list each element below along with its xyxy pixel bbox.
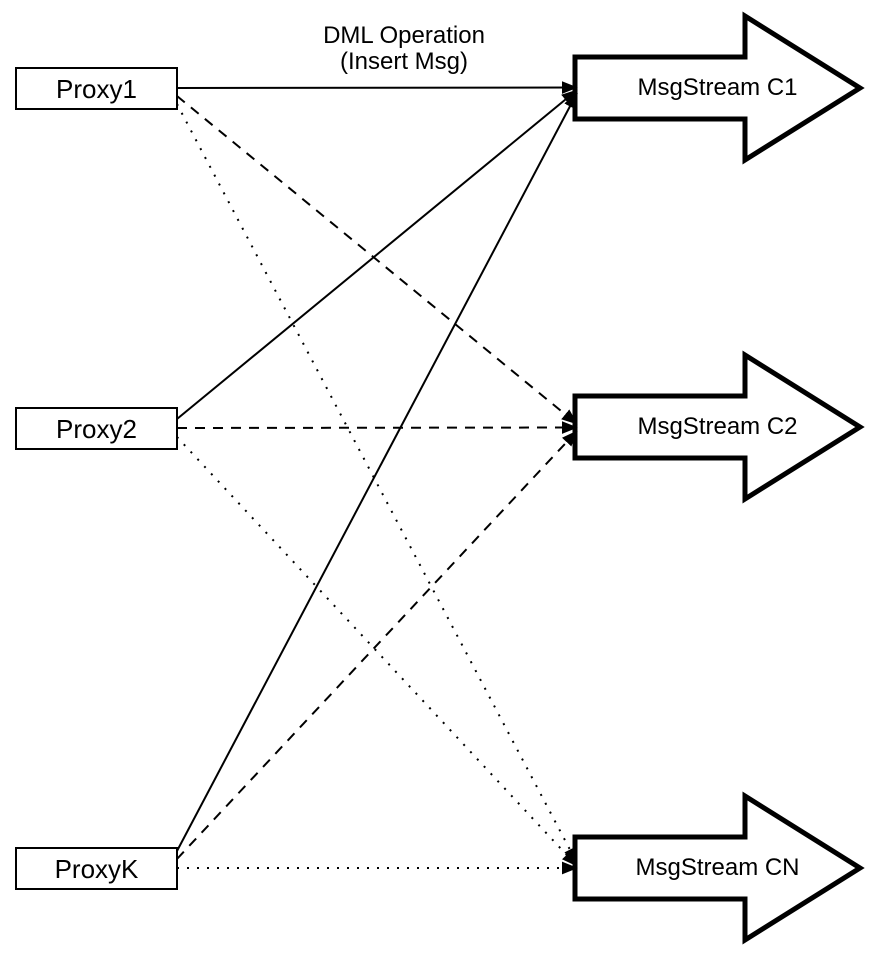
edge-proxyk-msgstream-c1 <box>176 92 578 852</box>
node-proxy1-label: Proxy1 <box>56 73 137 104</box>
msgstream-c2-label: MsgStream C2 <box>637 413 798 440</box>
node-proxyk-label: ProxyK <box>54 853 139 884</box>
dml-operation-label-line1: DML Operation <box>323 22 485 49</box>
edge-proxy2-msgstream-c2 <box>176 421 578 434</box>
edge-proxy1-msgstream-c2 <box>176 95 578 425</box>
dml-operation-label-line2: (Insert Msg) <box>339 48 468 75</box>
block-arrow-msgstream-cn <box>572 791 865 945</box>
node-proxy1: Proxy1 <box>15 67 178 110</box>
edge-proxy1-msgstream-c1 <box>176 81 578 94</box>
edge-proxy2-msgstream-c1 <box>176 89 578 420</box>
msgstream-cn-label: MsgStream CN <box>635 854 800 881</box>
edge-proxy2-msgstream-cn <box>176 436 578 867</box>
msgstream-c1-label: MsgStream C1 <box>637 74 798 101</box>
node-proxyk: ProxyK <box>15 847 178 890</box>
node-proxy2: Proxy2 <box>15 407 178 450</box>
block-arrow-msgstream-c2 <box>572 350 865 504</box>
edge-proxy1-msgstream-cn <box>176 103 578 864</box>
edge-proxyk-msgstream-c2 <box>176 430 578 860</box>
node-proxy2-label: Proxy2 <box>56 413 137 444</box>
dml-operation-label: DML Operation (Insert Msg) <box>254 23 554 75</box>
block-arrow-msgstream-c1 <box>572 11 865 165</box>
